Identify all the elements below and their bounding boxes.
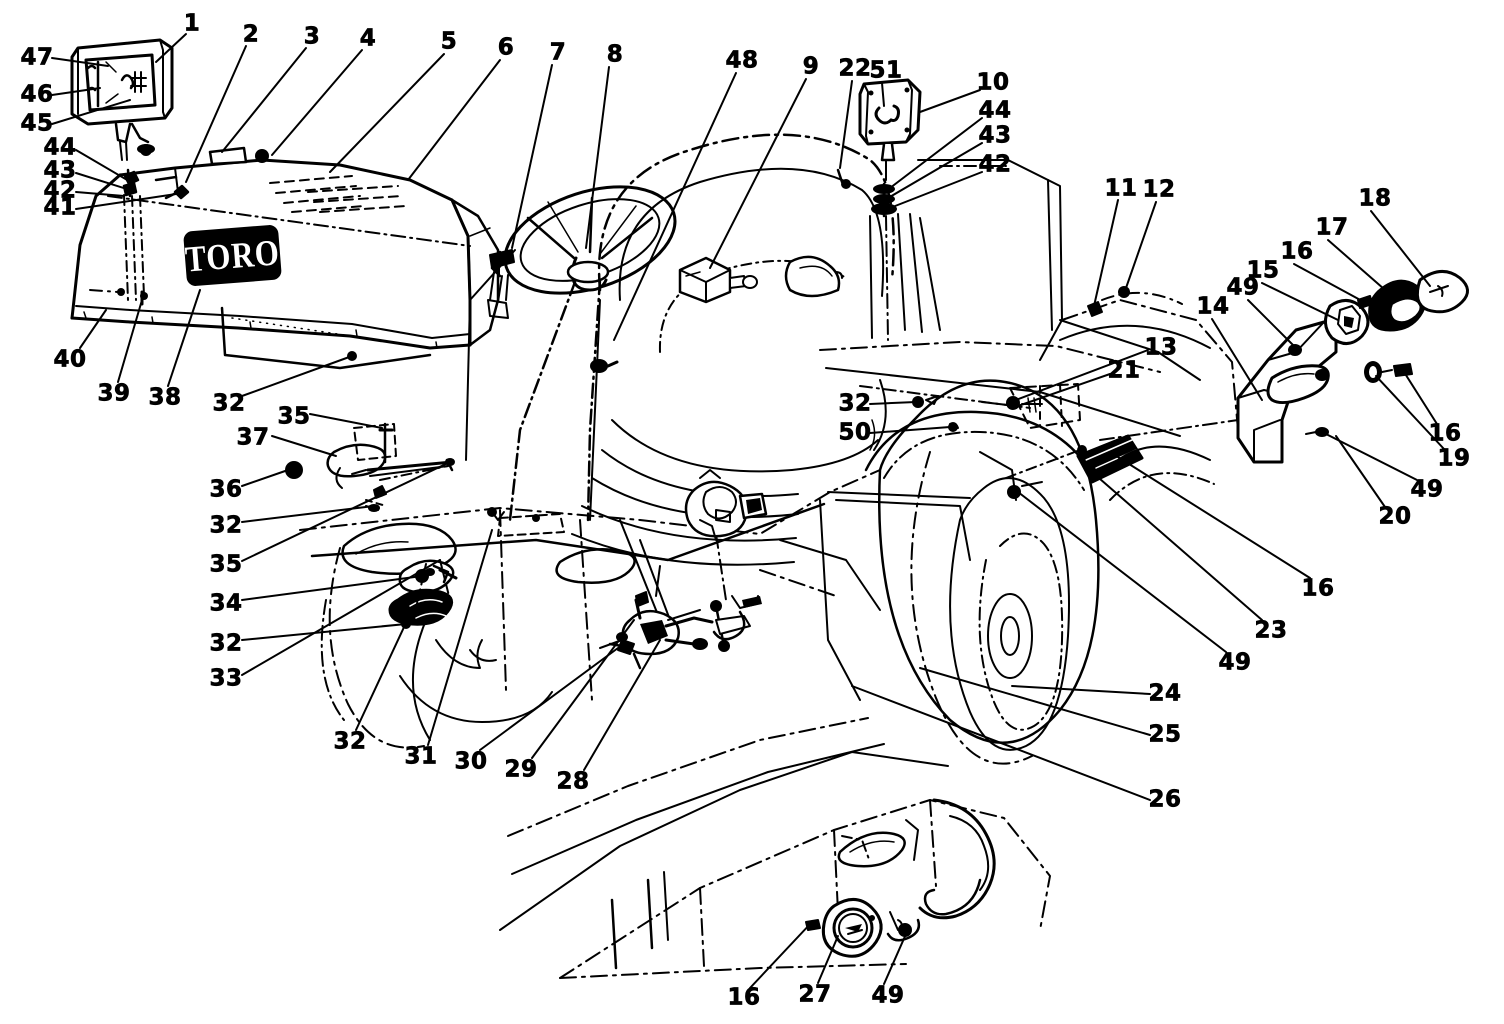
callout-number-16: 16	[1428, 420, 1462, 447]
callout-number-46: 46	[20, 81, 54, 108]
callout-number-45: 45	[20, 110, 54, 137]
switch-box-51	[858, 78, 941, 341]
callout-number-13: 13	[1144, 334, 1178, 361]
callout-number-42: 42	[43, 177, 77, 204]
wire-22	[836, 168, 851, 189]
callout-number-15: 15	[1246, 257, 1280, 284]
callout-number-25: 25	[1148, 721, 1182, 748]
hood-panel	[70, 144, 500, 370]
lamp-bracket-assembly	[1099, 270, 1469, 464]
callout-number-10: 10	[976, 69, 1010, 96]
callout-number-31: 31	[404, 743, 438, 770]
callout-number-43: 43	[43, 157, 77, 184]
fastener-8	[590, 359, 619, 373]
pto-clutch-assembly	[684, 469, 768, 541]
callout-number-23: 23	[1254, 617, 1288, 644]
callout-number-32: 32	[209, 630, 243, 657]
callout-number-38: 38	[148, 384, 182, 411]
callout-number-32: 32	[838, 390, 872, 417]
callout-number-49: 49	[871, 982, 905, 1009]
callout-number-24: 24	[1148, 680, 1182, 707]
callout-number-12: 12	[1142, 176, 1176, 203]
callout-number-34: 34	[209, 590, 243, 617]
linkage-cluster	[599, 591, 751, 670]
callout-number-7: 7	[549, 39, 567, 66]
callout-number-3: 3	[303, 23, 321, 50]
steering-wheel	[465, 185, 677, 522]
callout-number-9: 9	[802, 53, 820, 80]
callout-number-2: 2	[242, 21, 260, 48]
callout-number-36: 36	[209, 476, 243, 503]
pedal-rod	[712, 595, 762, 641]
body-panels-right	[979, 291, 1239, 501]
callout-number-51: 51	[869, 57, 903, 84]
callout-number-32: 32	[212, 390, 246, 417]
callout-number-41: 41	[43, 194, 77, 221]
toro-logo-text: TORO	[183, 231, 282, 280]
callout-number-35: 35	[277, 403, 311, 430]
callout-number-17: 17	[1315, 214, 1349, 241]
callout-number-16: 16	[1280, 238, 1314, 265]
callout-number-22: 22	[838, 55, 872, 82]
headlight-assembly	[70, 38, 174, 161]
callout-number-49: 49	[1410, 476, 1444, 503]
callout-number-44: 44	[978, 97, 1012, 124]
callout-number-8: 8	[606, 41, 624, 68]
callout-number-21: 21	[1107, 357, 1141, 384]
callout-number-26: 26	[1148, 786, 1182, 813]
callout-number-29: 29	[504, 756, 538, 783]
callout-number-35: 35	[209, 551, 243, 578]
callout-number-16: 16	[727, 984, 761, 1011]
callout-number-43: 43	[978, 122, 1012, 149]
toro-decal: TORO	[182, 224, 283, 287]
seat	[571, 133, 895, 566]
callout-number-1: 1	[183, 10, 201, 37]
callout-number-14: 14	[1196, 293, 1230, 320]
left-lower-hardware	[285, 422, 458, 629]
callout-number-32: 32	[333, 728, 367, 755]
callout-number-6: 6	[497, 34, 515, 61]
callout-number-37: 37	[236, 424, 270, 451]
callout-number-30: 30	[454, 748, 488, 775]
callout-number-47: 47	[20, 44, 54, 71]
callout-number-48: 48	[725, 47, 759, 74]
callout-number-16: 16	[1301, 575, 1335, 602]
callout-number-49: 49	[1218, 649, 1252, 676]
callout-number-32: 32	[209, 512, 243, 539]
callout-number-11: 11	[1104, 175, 1138, 202]
callout-number-39: 39	[97, 380, 131, 407]
callout-number-4: 4	[359, 25, 377, 52]
leader-lines	[51, 33, 1445, 989]
seat-switch-48	[678, 256, 758, 304]
callout-number-19: 19	[1437, 445, 1471, 472]
callout-number-42: 42	[978, 151, 1012, 178]
callout-number-44: 44	[43, 134, 77, 161]
callout-number-28: 28	[556, 768, 590, 795]
callout-number-50: 50	[838, 419, 872, 446]
callout-number-33: 33	[209, 665, 243, 692]
callout-number-18: 18	[1358, 185, 1392, 212]
dash-fender-panel	[819, 159, 1201, 437]
cap-27	[821, 898, 883, 958]
callout-number-20: 20	[1378, 503, 1412, 530]
mower-deck	[499, 717, 1051, 979]
callout-number-27: 27	[798, 981, 832, 1008]
callout-number-49: 49	[1226, 274, 1260, 301]
callout-number-5: 5	[440, 28, 458, 55]
callout-number-40: 40	[53, 346, 87, 373]
